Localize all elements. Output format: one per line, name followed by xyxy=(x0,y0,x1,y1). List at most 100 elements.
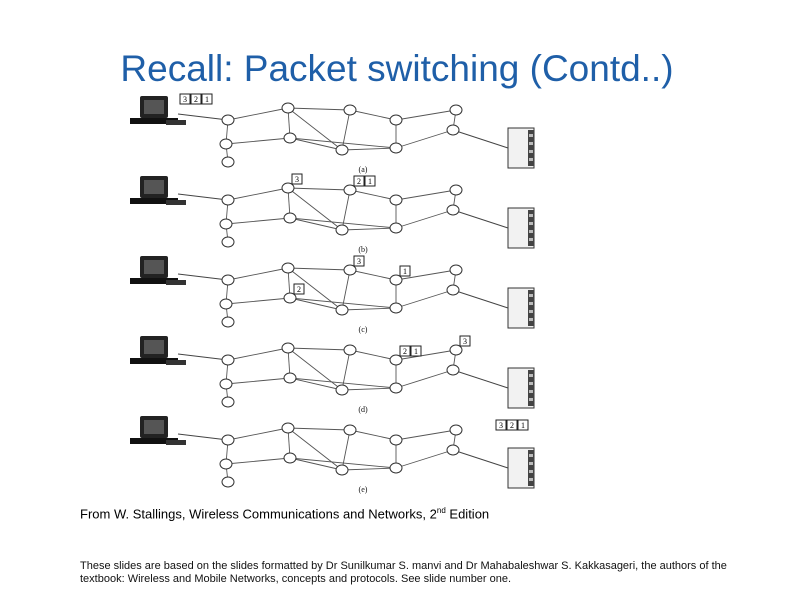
panel-label: (c) xyxy=(359,325,368,334)
server-slot xyxy=(529,318,533,321)
link-line xyxy=(395,289,454,309)
link-line xyxy=(289,457,397,469)
server-slot xyxy=(529,382,533,385)
link-line xyxy=(225,217,291,225)
packet-number: 1 xyxy=(521,421,525,430)
switch-node xyxy=(219,218,233,230)
switch-node xyxy=(221,316,235,328)
switch-node xyxy=(343,264,357,276)
caption-tail: Edition xyxy=(445,506,490,522)
base-shape xyxy=(166,360,186,365)
packet-box xyxy=(459,335,471,347)
base-shape xyxy=(166,440,186,445)
server-icon xyxy=(507,367,535,409)
link-line xyxy=(395,429,457,441)
packet-number: 1 xyxy=(403,267,407,276)
link-line xyxy=(289,137,343,151)
packet-box xyxy=(364,175,376,187)
server-icon xyxy=(507,287,535,329)
base-shape xyxy=(166,120,186,125)
link-line xyxy=(341,189,351,231)
panel-label: (d) xyxy=(358,405,368,414)
server-slot xyxy=(529,294,533,297)
link-line xyxy=(227,347,289,361)
base-shape xyxy=(166,200,186,205)
switch-node xyxy=(219,378,233,390)
switch-node xyxy=(446,204,460,216)
link-line xyxy=(287,187,351,191)
panel-label: (e) xyxy=(359,485,368,494)
screen-shape xyxy=(144,340,164,354)
packet-box xyxy=(495,419,507,431)
link-line xyxy=(177,113,229,121)
server-icon xyxy=(507,447,535,489)
packet-box xyxy=(201,93,213,105)
server-slot xyxy=(529,230,533,233)
server-slot xyxy=(529,302,533,305)
link-line xyxy=(452,369,509,389)
packet-box xyxy=(517,419,529,431)
link-line xyxy=(227,187,289,201)
packet-box xyxy=(353,175,365,187)
link-line xyxy=(341,109,351,151)
packet-box xyxy=(506,419,518,431)
packet-number: 3 xyxy=(463,337,467,346)
switch-node xyxy=(283,212,297,224)
switch-node xyxy=(335,304,349,316)
switch-node xyxy=(343,424,357,436)
link-line xyxy=(177,193,229,201)
packet-number: 3 xyxy=(357,257,361,266)
switch-node xyxy=(343,184,357,196)
link-line xyxy=(395,129,454,149)
screen-shape xyxy=(144,100,164,114)
server-slot xyxy=(529,150,533,153)
link-line xyxy=(287,427,343,471)
switch-node xyxy=(389,462,403,474)
switch-node xyxy=(221,236,235,248)
computer-icon xyxy=(130,256,186,285)
base-shape xyxy=(166,280,186,285)
packet-number: 2 xyxy=(194,95,198,104)
server-side xyxy=(528,370,534,406)
packet-box xyxy=(399,265,411,277)
switch-node xyxy=(449,104,463,116)
switch-node xyxy=(281,342,295,354)
server-slot xyxy=(529,398,533,401)
link-line xyxy=(225,297,291,305)
packet-number: 1 xyxy=(205,95,209,104)
computer-icon xyxy=(130,176,186,205)
switch-node xyxy=(389,354,403,366)
switch-node xyxy=(283,372,297,384)
link-line xyxy=(349,189,397,201)
server-slot xyxy=(529,470,533,473)
link-line xyxy=(289,137,397,149)
link-line xyxy=(452,209,509,229)
switch-node xyxy=(221,194,235,206)
packet-box xyxy=(410,345,422,357)
link-line xyxy=(289,377,397,389)
switch-node xyxy=(283,292,297,304)
switch-node xyxy=(389,434,403,446)
link-line xyxy=(349,109,397,121)
switch-node xyxy=(389,222,403,234)
server-side xyxy=(528,210,534,246)
link-line xyxy=(349,429,397,441)
switch-node xyxy=(389,274,403,286)
switch-node xyxy=(335,224,349,236)
server-slot xyxy=(529,238,533,241)
server-slot xyxy=(529,390,533,393)
packet-box xyxy=(190,93,202,105)
keyboard-shape xyxy=(130,278,178,284)
server-side xyxy=(528,130,534,166)
switch-node xyxy=(335,144,349,156)
switch-node xyxy=(281,422,295,434)
server-slot xyxy=(529,222,533,225)
link-line xyxy=(395,189,457,201)
keyboard-shape xyxy=(130,438,178,444)
packet-number: 3 xyxy=(295,175,299,184)
network-panel: (c)321 xyxy=(130,255,535,334)
switch-node xyxy=(221,156,235,168)
switch-node xyxy=(221,114,235,126)
switch-node xyxy=(221,396,235,408)
